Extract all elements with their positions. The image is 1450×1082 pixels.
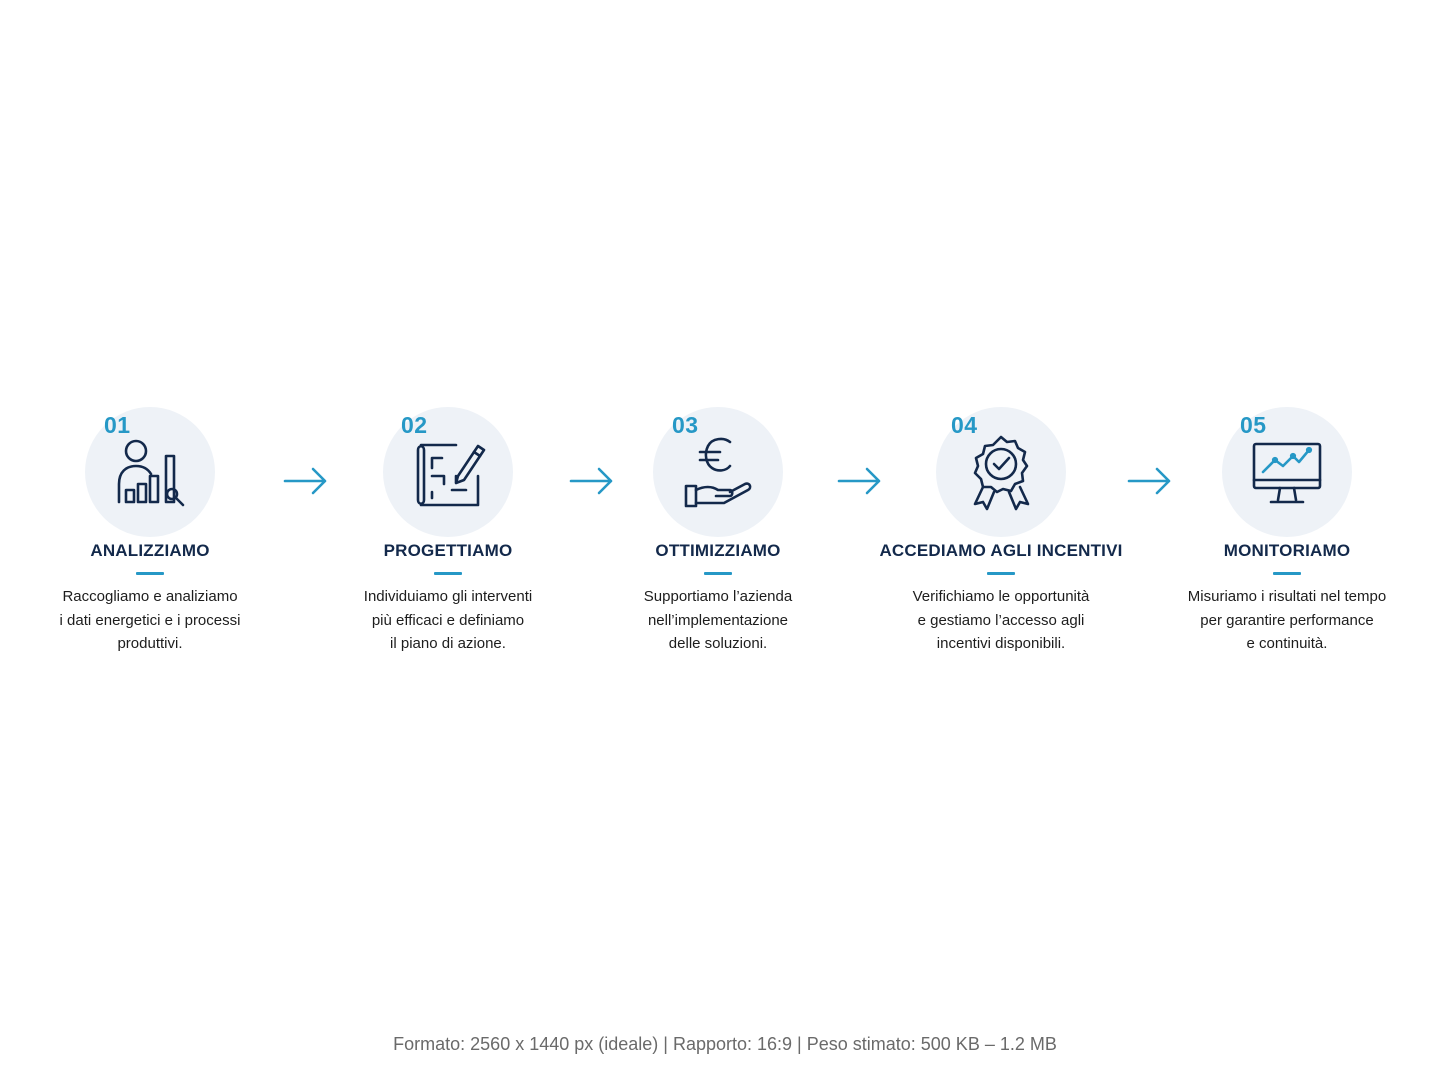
description-line: nell’implementazione [647,611,789,629]
step-description: Supportiamo l’azienda nell’implementazio… [568,585,868,656]
description-line: più efficaci e definiamo [371,611,525,629]
step-number: 01 [104,412,131,438]
description-line: i dati energetici e i processi [59,611,241,629]
blueprint-pencil-icon [416,443,486,507]
step-description: Misuriamo i risultati nel tempo per gara… [1137,585,1437,656]
description-line: e gestiamo l’accesso agli [917,611,1085,629]
arrow-right-icon [837,467,881,495]
step-description: Individuiamo gli interventi più efficaci… [298,585,598,656]
step-number: 02 [401,412,428,438]
description-line: Raccogliamo e analiziamo [62,588,238,605]
title-underline [1273,572,1301,575]
description-line: delle soluzioni. [668,635,768,652]
monitor-chart-icon [1252,442,1322,504]
description-line: per garantire performance [1200,611,1374,629]
arrow-right-icon [1127,467,1171,495]
step-title: PROGETTIAMO [383,541,513,560]
step-description: Verifichiamo le opportunità e gestiamo l… [851,585,1151,656]
step-title: ANALIZZIAMO [90,541,210,560]
description-line: Supportiamo l’azienda [643,588,793,605]
description-line: produttivi. [117,635,183,652]
description-line: incentivi disponibili. [936,635,1066,652]
euro-hand-icon [684,437,752,508]
award-badge-check-icon [973,435,1030,511]
arrow-right-icon [283,467,327,495]
description-line: e continuità. [1246,635,1328,652]
title-underline [704,572,732,575]
step-4-icon-circle [936,407,1066,537]
title-underline [136,572,164,575]
arrow-right-icon [569,467,613,495]
step-3-icon-circle [653,407,783,537]
step-5-icon-circle [1222,407,1352,537]
person-chart-magnifier-icon [117,439,185,507]
description-line: Misuriamo i risultati nel tempo [1187,588,1387,605]
step-2-icon-circle [383,407,513,537]
step-number: 04 [951,412,978,438]
title-underline [987,572,1015,575]
description-line: il piano di azione. [390,635,506,652]
step-title: OTTIMIZZIAMO [655,541,781,560]
step-title: MONITORIAMO [1223,541,1351,560]
title-underline [434,572,462,575]
step-title: ACCEDIAMO AGLI INCENTIVI [879,541,1123,560]
format-caption: Formato: 2560 x 1440 px (ideale) | Rappo… [393,1034,1057,1054]
step-description: Raccogliamo e analiziamo i dati energeti… [0,585,300,656]
step-number: 05 [1240,412,1267,438]
description-line: Verifichiamo le opportunità [912,588,1090,605]
step-1-icon-circle [85,407,215,537]
description-line: Individuiamo gli interventi [363,588,533,605]
step-number: 03 [672,412,699,438]
